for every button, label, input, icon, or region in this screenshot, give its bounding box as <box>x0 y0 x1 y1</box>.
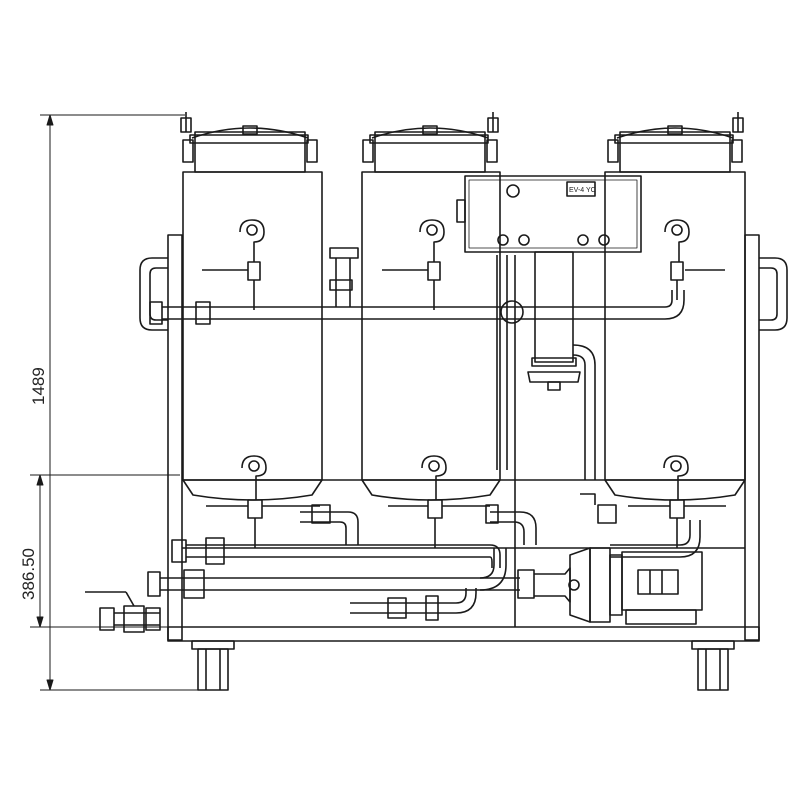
control-button-1 <box>497 234 509 246</box>
temperature-display <box>566 181 596 197</box>
tank-1 <box>180 112 323 501</box>
tank-3 <box>604 112 746 501</box>
upper-manifold-pipe <box>149 247 685 325</box>
lower-piping <box>147 493 701 621</box>
handle-right <box>759 257 788 331</box>
dimension-lines <box>30 114 205 691</box>
support-frame <box>167 234 760 642</box>
caster-wheel-right <box>691 640 735 691</box>
drain-valve <box>85 591 161 633</box>
control-button-4 <box>598 234 610 246</box>
control-panel <box>456 175 642 253</box>
manifold-tee <box>500 300 524 324</box>
tank-2 <box>361 112 501 501</box>
caster-wheel-left <box>191 640 235 691</box>
pump-motor <box>568 547 703 625</box>
control-button-2 <box>518 234 530 246</box>
lower-valves <box>206 455 726 548</box>
base-height-label: 386.50 <box>19 548 38 600</box>
handle-left <box>139 257 168 331</box>
indicator-light <box>506 184 520 198</box>
upper-valves <box>202 219 725 310</box>
control-button-3 <box>577 234 589 246</box>
center-filter <box>496 251 596 480</box>
display-label: EV-4 YC <box>569 187 596 194</box>
overall-height-label: 1489 <box>29 367 48 405</box>
